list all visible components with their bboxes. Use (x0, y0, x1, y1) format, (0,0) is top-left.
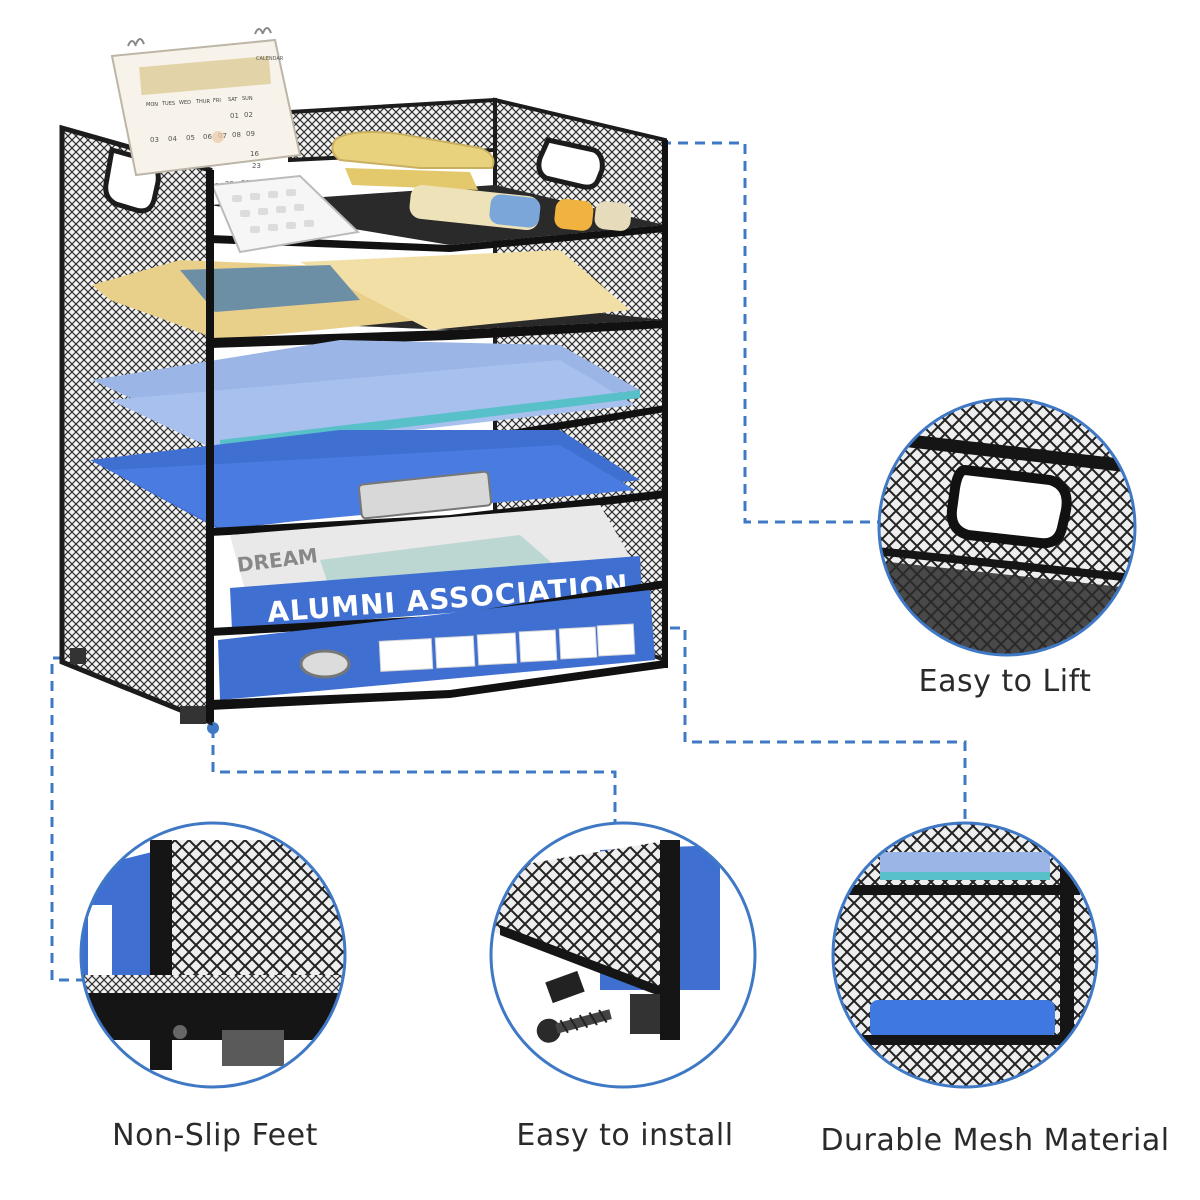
svg-text:FRI: FRI (213, 98, 221, 104)
caption-durable-mesh: Durable Mesh Material (820, 1123, 1170, 1158)
stapler (331, 131, 495, 190)
svg-text:09: 09 (246, 130, 255, 138)
highlighters (409, 184, 632, 231)
svg-text:06: 06 (203, 133, 212, 141)
detail-durable-mesh (831, 821, 1099, 1089)
svg-text:WED: WED (179, 100, 191, 106)
svg-text:SAT: SAT (228, 97, 238, 103)
desk-calendar: CALENDAR MON TUES WED THUR FRI SAT SUN 0… (110, 27, 302, 190)
svg-text:08: 08 (232, 131, 241, 139)
mesh-organizer: CALENDAR MON TUES WED THUR FRI SAT SUN 0… (59, 27, 668, 726)
svg-text:03: 03 (150, 136, 159, 144)
caption-non-slip-feet: Non-Slip Feet (112, 1118, 318, 1153)
svg-text:MON: MON (146, 102, 158, 108)
detail-easy-lift (877, 397, 1137, 657)
svg-text:01: 01 (230, 112, 239, 120)
svg-text:16: 16 (250, 150, 259, 158)
caption-easy-lift: Easy to Lift (918, 664, 1092, 699)
svg-text:CALENDAR: CALENDAR (256, 56, 284, 62)
detail-non-slip-feet (79, 821, 347, 1089)
svg-text:04: 04 (168, 135, 177, 143)
caption-easy-install: Easy to install (516, 1118, 734, 1153)
handle-right (536, 137, 605, 190)
svg-text:SUN: SUN (242, 96, 253, 102)
screw (536, 1009, 612, 1043)
svg-text:THUR: THUR (195, 99, 210, 105)
svg-text:02: 02 (244, 111, 253, 119)
calculator (210, 174, 361, 254)
svg-text:TUES: TUES (161, 101, 175, 107)
svg-text:23: 23 (252, 162, 261, 170)
connector-lines (50, 141, 967, 982)
svg-text:05: 05 (186, 134, 195, 142)
detail-easy-install (489, 821, 757, 1089)
